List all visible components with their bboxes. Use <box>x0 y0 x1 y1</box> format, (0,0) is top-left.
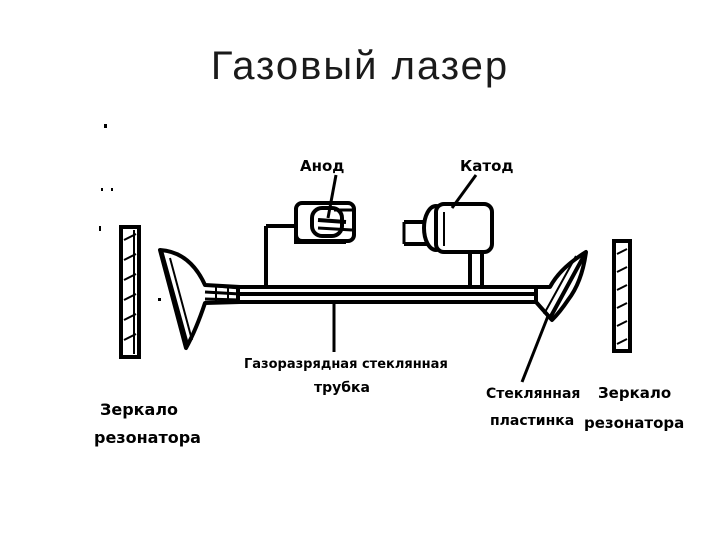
cathode <box>402 202 494 288</box>
slide-title: Газовый лазер <box>210 44 510 88</box>
discharge-tube <box>158 248 588 350</box>
anode-label: Анод <box>300 157 344 175</box>
window-leader <box>520 315 550 383</box>
cathode-leader <box>450 174 478 209</box>
window-label-line2: пластинка <box>490 413 574 429</box>
right-resonator-mirror <box>612 239 632 353</box>
leader-lines <box>326 174 550 383</box>
right-mirror-label-line1: Зеркало <box>598 384 671 402</box>
tube-label-line2: трубка <box>314 380 370 396</box>
right-mirror-label-line2: резонатора <box>584 414 684 432</box>
tube-label-line1: Газоразрядная стеклянная <box>244 357 448 372</box>
anode <box>264 201 356 288</box>
anode-leader <box>326 174 338 219</box>
left-mirror-label-line1: Зеркало <box>100 400 178 419</box>
cathode-label: Катод <box>460 157 514 175</box>
stray-marks <box>99 124 161 301</box>
left-mirror-label-line2: резонатора <box>94 428 201 447</box>
window-label-line1: Стеклянная <box>486 386 580 402</box>
left-resonator-mirror <box>119 225 141 359</box>
